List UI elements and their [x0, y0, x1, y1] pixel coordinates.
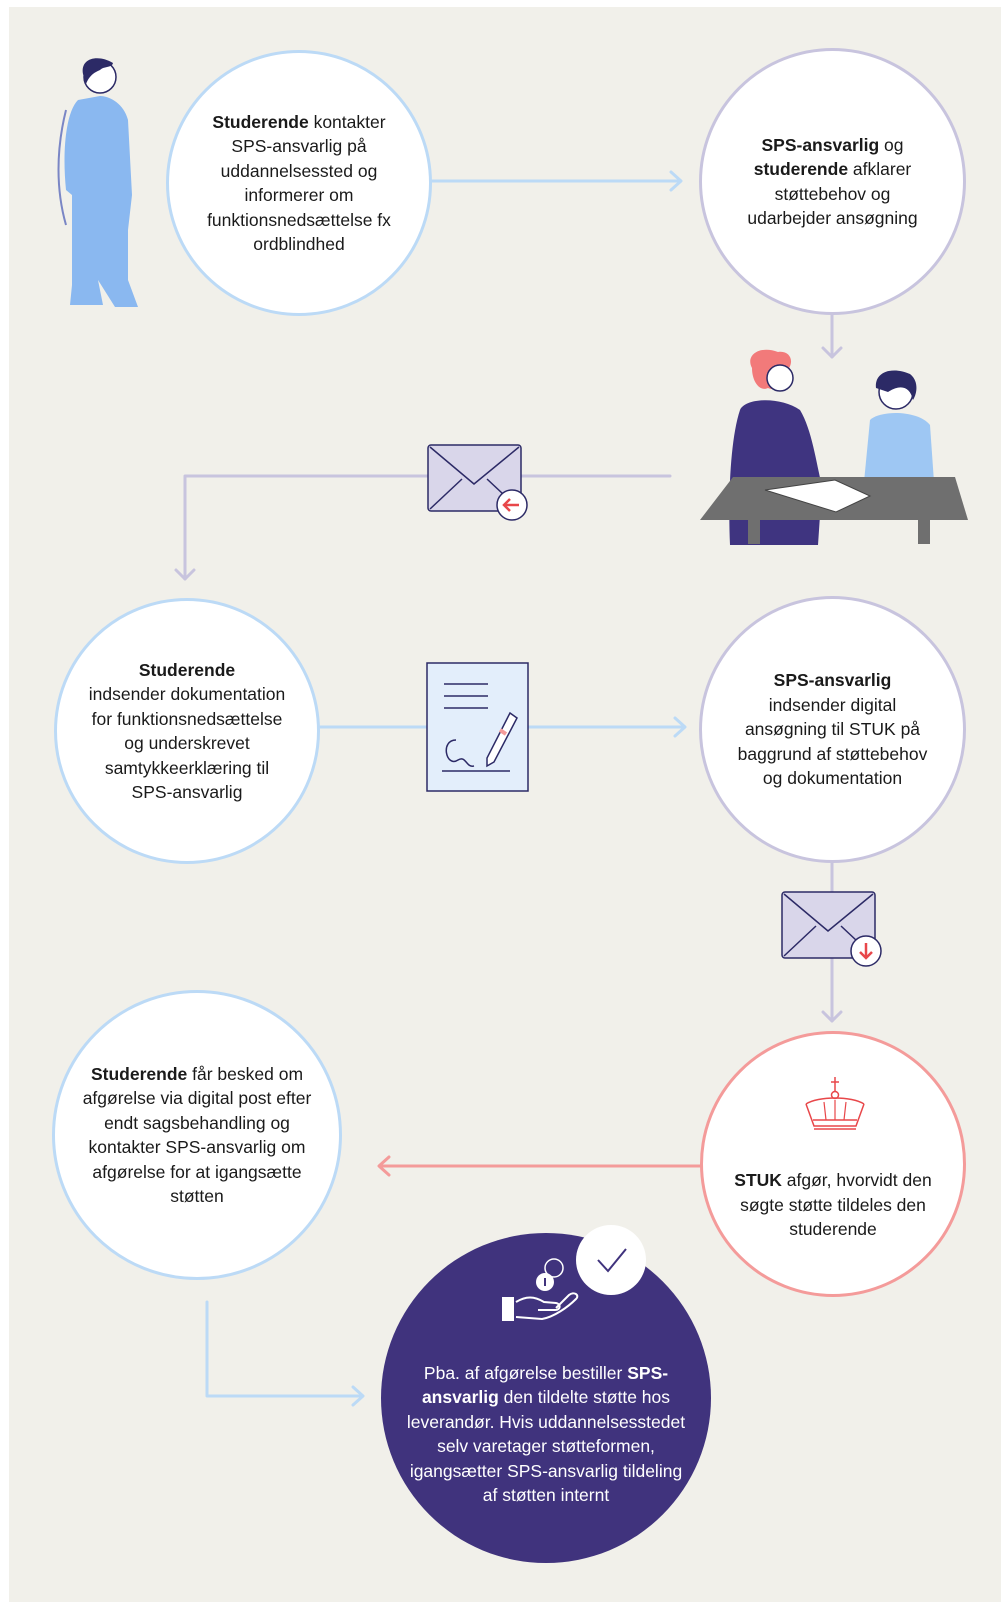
- step-6-text: får besked om afgørelse via digital post…: [82, 1063, 312, 1207]
- step-5-actor: STUK: [734, 1170, 782, 1191]
- signed-document-icon: [426, 662, 529, 792]
- step-6-node: Studerende får besked om afgørelse via d…: [52, 990, 342, 1280]
- step-4-node: SPS-ansvarlig indsender digital ansøgning…: [699, 596, 966, 863]
- envelope-return-icon: [427, 444, 528, 521]
- step-3-text: indsender dokumentation for funktionsned…: [88, 684, 286, 802]
- step-2-node: SPS-ansvarlig og studerende afklarer stø…: [699, 48, 966, 315]
- step-1-actor: Studerende: [212, 111, 309, 132]
- crown-icon: [805, 1077, 865, 1130]
- checkmark-badge: [576, 1225, 646, 1295]
- coins-hand-icon: [502, 1258, 579, 1321]
- checkmark-icon: [597, 1248, 627, 1273]
- step-2-connector: og: [879, 134, 904, 155]
- step-4-text: indsender digital ansøgning til STUK på …: [737, 694, 928, 789]
- step-2-actor-2: studerende: [753, 159, 849, 179]
- step-5-node: STUK afgør, hvorvidt den søgte støtte ti…: [700, 1031, 966, 1297]
- arrow-meeting-to-s3: [174, 474, 672, 581]
- arrow-s2-down: [821, 311, 843, 359]
- arrow-s1-to-s2: [428, 170, 683, 192]
- meeting-illustration: [700, 349, 968, 545]
- step-2-actor-1: SPS-ansvarlig: [761, 134, 880, 155]
- step-1-text: kontakter SPS-ansvarlig på uddannelsesst…: [207, 111, 391, 255]
- step-5-text: afgør, hvorvidt den søgte støtte tildele…: [740, 1170, 932, 1240]
- step-3-node: Studerende indsender dokumentation for fu…: [54, 598, 320, 864]
- step-4-actor: SPS-ansvarlig: [773, 670, 892, 691]
- step-7-text: den tildelte støtte hos leverandør. Hvis…: [406, 1387, 686, 1505]
- step-7-actor: SPS-ansvarlig: [421, 1362, 669, 1408]
- step-6-actor: Studerende: [90, 1063, 188, 1084]
- student-figure: [57, 58, 138, 307]
- step-7-node: Pba. af afgørelse bestiller SPS-ansvarli…: [381, 1233, 711, 1563]
- arrow-s6-to-s7: [205, 1300, 365, 1407]
- step-1-node: Studerende kontakter SPS-ansvarlig på ud…: [166, 50, 432, 316]
- step-3-actor: Studerende: [138, 659, 236, 680]
- step-2-text: afklarer støttebehov og udarbejder ansøg…: [747, 159, 918, 228]
- arrow-s5-to-s6: [377, 1155, 704, 1177]
- step-7-intro: Pba. af afgørelse bestiller: [423, 1362, 628, 1383]
- envelope-download-icon: [781, 891, 882, 967]
